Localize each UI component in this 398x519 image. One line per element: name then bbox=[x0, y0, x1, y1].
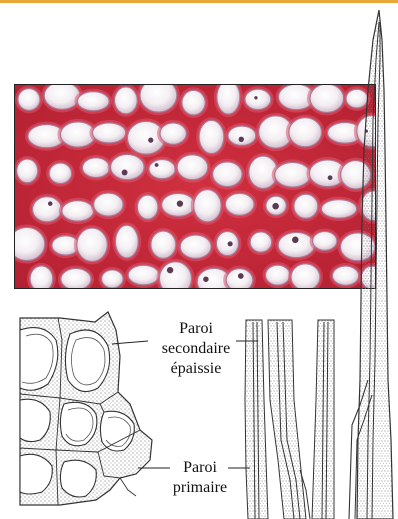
secondary-wall-label: Paroi secondaire épaissie bbox=[136, 319, 256, 379]
secondary-wall-line-2: secondaire bbox=[136, 339, 256, 359]
tall-fibre-drawing bbox=[349, 10, 393, 519]
secondary-wall-line-1: Paroi bbox=[136, 319, 256, 339]
primary-wall-line-2: primaire bbox=[160, 478, 240, 498]
cross-section-drawing bbox=[20, 312, 152, 505]
fibre-group-drawing bbox=[245, 320, 334, 519]
secondary-wall-line-3: épaissie bbox=[136, 359, 256, 379]
primary-wall-line-1: Paroi bbox=[160, 458, 240, 478]
primary-wall-label: Paroi primaire bbox=[160, 458, 240, 498]
